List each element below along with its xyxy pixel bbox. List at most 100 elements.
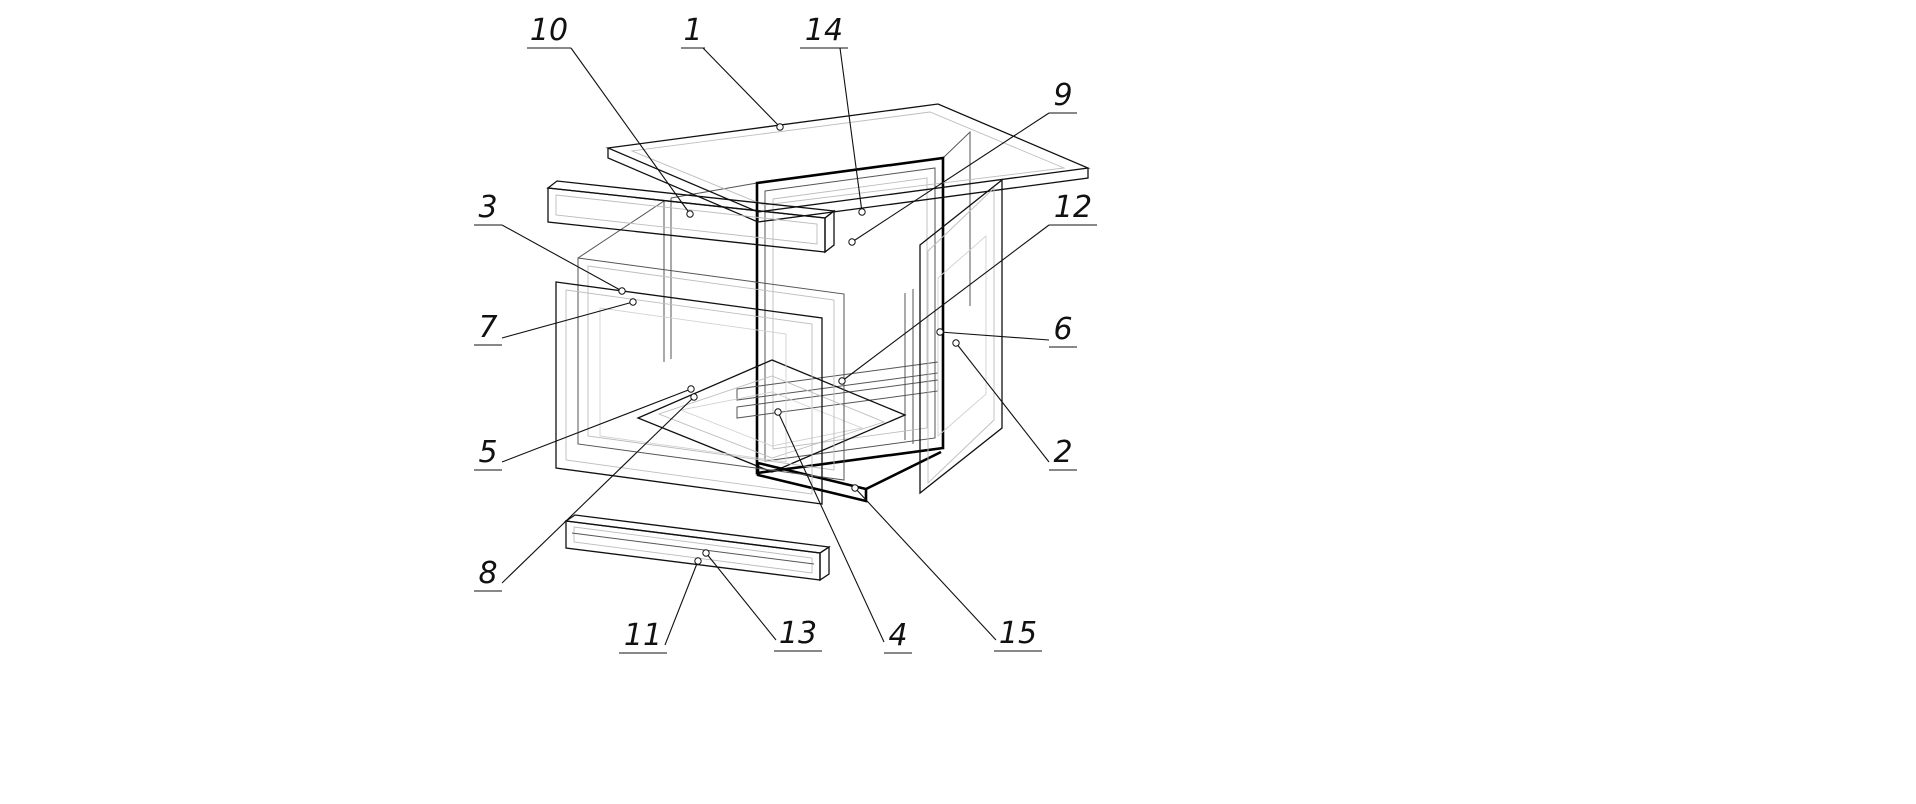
back-panel (755, 156, 945, 475)
label-8: 8 (474, 393, 698, 592)
part-label-4: 4 (888, 618, 907, 653)
part-label-14: 14 (805, 13, 843, 48)
label-15: 15 (851, 484, 1042, 652)
label-12: 12 (838, 190, 1097, 385)
leader-line-7 (501, 301, 634, 339)
front-top-rail (546, 180, 836, 254)
leader-line-13 (705, 552, 777, 641)
part-label-1: 1 (683, 13, 702, 48)
front-top-rail-inset (555, 194, 818, 245)
left-inner-panel-inset (587, 265, 835, 471)
right-side-panel (919, 178, 1003, 495)
left-side-panel (555, 281, 823, 505)
base-rail-edge (865, 450, 942, 491)
left-side-panel-inset (565, 289, 813, 495)
leader-dot-10 (686, 210, 694, 218)
leader-dot-4 (774, 408, 782, 416)
leader-line-15 (854, 487, 997, 641)
part-label-8: 8 (478, 556, 497, 591)
shelf-rails (736, 361, 939, 419)
part-label-13: 13 (779, 616, 817, 651)
leader-line-3 (501, 224, 623, 292)
label-7: 7 (474, 298, 637, 346)
inner-back-panel-outline (772, 177, 928, 450)
front-bottom-strip-inset (573, 526, 813, 574)
leader-line-2 (955, 342, 1050, 463)
leader-line-4 (777, 411, 885, 643)
front-bottom-strip-end-cap (819, 545, 830, 582)
inner-back-panel (772, 177, 928, 450)
left-side-panel-inner-frame (599, 307, 787, 463)
part-label-11: 11 (624, 618, 662, 653)
leader-dot-3 (618, 287, 626, 295)
leader-dot-11 (694, 557, 702, 565)
leader-dot-1 (776, 123, 784, 131)
leader-dot-15 (851, 484, 859, 492)
leader-line-1 (702, 47, 781, 128)
bottom-panel-outline (636, 359, 907, 473)
leader-dot-12 (838, 377, 846, 385)
top-panel-inset (630, 111, 1066, 206)
bottom-panel-inset (657, 375, 886, 459)
back-panel-outline (755, 156, 945, 475)
leader-line-10 (570, 47, 691, 215)
part-label-12: 12 (1054, 190, 1092, 225)
label-5: 5 (474, 385, 695, 471)
front-bottom-strip (564, 514, 831, 582)
bottom-panel-inner-frame (679, 391, 864, 447)
part-label-15: 15 (999, 616, 1037, 651)
leader-dot-8 (690, 393, 698, 401)
leader-dot-6 (936, 328, 944, 336)
shelf-rail-upper (736, 361, 939, 401)
leader-dot-13 (702, 549, 710, 557)
top-panel (605, 103, 1091, 223)
front-bottom-strip-inner-edge (571, 532, 815, 565)
right-side-panel-outline (919, 178, 1003, 495)
leader-dot-2 (952, 339, 960, 347)
front-top-rail-end-cap (824, 209, 835, 254)
top-panel-thickness (607, 148, 1089, 223)
base-rail (756, 450, 942, 503)
part-label-5: 5 (478, 435, 497, 470)
top-panel-face (605, 103, 1091, 213)
label-3: 3 (474, 190, 626, 295)
leader-dot-5 (687, 385, 695, 393)
carcass-frame (577, 130, 971, 444)
frame-back-post (942, 130, 971, 306)
label-13: 13 (702, 549, 822, 652)
left-inner-panel-outline (577, 257, 845, 481)
label-1: 1 (681, 13, 784, 131)
label-9: 9 (848, 78, 1077, 246)
leader-dot-9 (848, 238, 856, 246)
part-label-7: 7 (478, 310, 497, 345)
label-2: 2 (952, 339, 1077, 471)
right-side-panel-inset (927, 186, 995, 485)
front-bottom-strip-top-face (564, 514, 831, 554)
part-label-3: 3 (478, 190, 497, 225)
leader-line-11 (664, 560, 699, 646)
leader-line-14 (839, 47, 863, 213)
shelf-rail-lower (736, 379, 939, 419)
label-11: 11 (619, 557, 702, 654)
label-4: 4 (774, 408, 912, 654)
leader-line-5 (501, 388, 692, 463)
part-label-10: 10 (530, 13, 568, 48)
part-label-9: 9 (1053, 78, 1072, 113)
label-6: 6 (936, 312, 1077, 348)
bottom-panel (636, 359, 907, 473)
leader-line-6 (939, 331, 1050, 341)
leader-dot-14 (858, 208, 866, 216)
leader-line-8 (501, 396, 695, 584)
back-panel-inset (764, 167, 936, 462)
label-14: 14 (800, 13, 866, 216)
part-label-2: 2 (1053, 435, 1072, 470)
base-rail-outline (756, 461, 868, 503)
part-label-6: 6 (1053, 312, 1072, 347)
frame-front-post (663, 198, 672, 362)
left-side-panel-outline (555, 281, 823, 505)
right-side-panel-inner-frame (937, 235, 987, 437)
leader-line-9 (851, 112, 1050, 243)
label-10: 10 (527, 13, 694, 218)
